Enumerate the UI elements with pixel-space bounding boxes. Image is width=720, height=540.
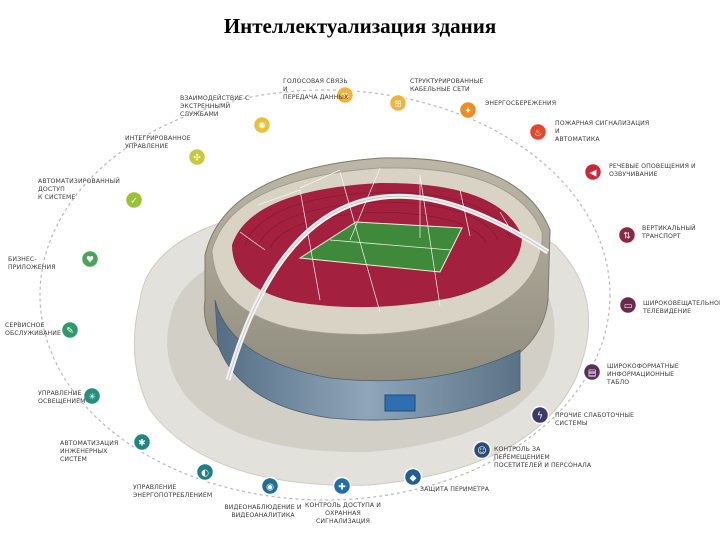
system-nodes: ✉ ⊞ ✦ ♨ ◀ ⇅ ▭ ▤ ϟ ☺ ◆ ✚ ◉ ◐ ✱ ☀ ✎ ♥ ✓ ✣ ✺ [60, 85, 638, 496]
system-node-circle [60, 320, 80, 340]
wrench-icon: ✎ [66, 326, 74, 336]
system-node-lighting: ☀ [82, 386, 102, 406]
system-node-integrated: ✣ [187, 147, 207, 167]
network-icon: ⊞ [394, 99, 402, 109]
system-node-circle [528, 122, 548, 142]
system-node-circle [582, 362, 602, 382]
chat-icon: ✉ [341, 91, 349, 101]
system-node-voice: ✉ [335, 85, 355, 105]
flame-icon: ♨ [534, 128, 542, 138]
system-label-emergency: взаимодействие с экстренными службами [180, 95, 250, 118]
system-label-low-current: прочие слаботочные системы [555, 412, 635, 427]
system-label-integrated: интегрированное управление [125, 135, 191, 150]
systems-orbit-ring [39, 89, 611, 501]
meter-icon: ◐ [201, 468, 209, 478]
system-node-circle [472, 440, 492, 460]
system-node-circle [82, 386, 102, 406]
system-node-perimeter: ◆ [403, 467, 423, 487]
system-node-tracking: ☺ [472, 440, 492, 460]
system-node-circle [132, 432, 152, 452]
system-label-business: бизнес-приложения [8, 256, 56, 271]
system-node-service: ✎ [60, 320, 80, 340]
gear-icon: ✱ [138, 438, 146, 448]
system-node-circle [617, 225, 637, 245]
system-label-cctv: видеонаблюдение и видеоаналитика [224, 504, 302, 519]
system-node-energy: ✦ [458, 100, 478, 120]
bolt-icon: ϟ [537, 411, 543, 421]
system-node-circle [458, 100, 478, 120]
system-label-tracking: контроль за перемещением посетителей и п… [494, 446, 592, 469]
system-node-hvac: ✱ [132, 432, 152, 452]
system-node-tv: ▭ [618, 295, 638, 315]
system-node-access-control: ✚ [332, 476, 352, 496]
system-node-transport: ⇅ [617, 225, 637, 245]
system-node-power: ◐ [195, 462, 215, 482]
system-label-perimeter: защита периметра [420, 486, 490, 493]
system-node-voice-alert: ◀ [583, 162, 603, 182]
system-label-tv: широковещательное телевидение [643, 300, 720, 315]
lock-icon: ✚ [338, 482, 346, 492]
stadium-illustration [133, 157, 590, 486]
system-label-transport: вертикальный транспорт [642, 225, 696, 240]
system-node-circle [388, 93, 408, 113]
system-node-auto-access: ✓ [124, 190, 144, 210]
system-node-cabling: ⊞ [388, 93, 408, 113]
lamp-icon: ☀ [88, 392, 96, 402]
system-label-fire: пожарная сигнализация и автоматика [555, 120, 650, 143]
system-node-circle [530, 405, 550, 425]
stadium-pitch [298, 221, 463, 273]
speaker-icon: ◀ [590, 168, 597, 178]
slide-title: Интеллектуализация здания [223, 14, 497, 38]
system-label-voice-alert: речевые оповещения и озвучивание [609, 163, 696, 178]
check-icon: ✓ [130, 196, 138, 206]
system-node-circle [403, 467, 423, 487]
system-label-voice: голосовая связь и передача данных [283, 78, 349, 101]
system-label-hvac: автоматизация инженерных систем [60, 440, 119, 463]
system-node-circle [618, 295, 638, 315]
system-node-business: ♥ [80, 249, 100, 269]
system-node-emergency: ✺ [252, 115, 272, 135]
system-node-cctv: ◉ [260, 476, 280, 496]
system-label-power: управление энергопотреблением [133, 484, 213, 499]
system-node-circle [335, 85, 355, 105]
system-node-circle [260, 476, 280, 496]
system-node-circle [583, 162, 603, 182]
tv-icon: ▭ [624, 301, 633, 311]
system-label-scoreboard: широкоформатные информационные табло [607, 363, 679, 386]
person-icon: ☺ [477, 445, 486, 456]
system-label-lighting: управление освещением [38, 390, 86, 405]
system-node-circle [195, 462, 215, 482]
system-node-low-current: ϟ [530, 405, 550, 425]
system-node-circle [124, 190, 144, 210]
system-node-scoreboard: ▤ [582, 362, 602, 382]
system-label-auto-access: автоматизированный доступ к системе [38, 178, 120, 201]
stadium-entrance [384, 394, 416, 412]
system-node-circle [252, 115, 272, 135]
system-node-circle [80, 249, 100, 269]
stadium-facade [214, 299, 521, 421]
system-node-circle [332, 476, 352, 496]
system-node-fire: ♨ [528, 122, 548, 142]
screen-icon: ▤ [588, 368, 597, 378]
system-label-energy: энергосбережения [485, 100, 557, 107]
shield-icon: ◆ [410, 473, 417, 483]
elevator-icon: ⇅ [623, 231, 631, 241]
bulb-icon: ✦ [464, 106, 472, 116]
camera-icon: ◉ [266, 482, 274, 492]
integration-icon: ✣ [193, 153, 201, 163]
system-label-access-control: контроль доступа и охранная сигнализация [304, 502, 382, 525]
system-label-cabling: структурированные кабельные сети [410, 78, 484, 93]
system-label-service: сервисное обслуживание [5, 322, 62, 337]
alarm-icon: ✺ [258, 121, 266, 131]
system-node-circle [187, 147, 207, 167]
handshake-icon: ♥ [86, 255, 94, 265]
